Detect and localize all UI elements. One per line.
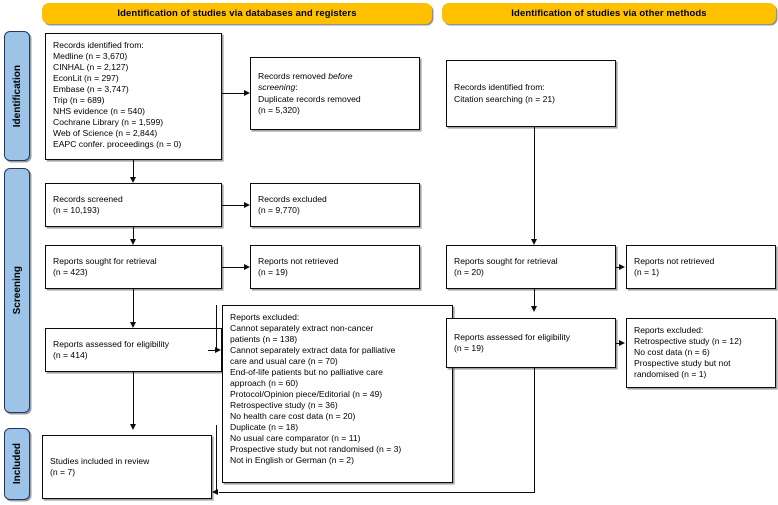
arrowhead-identified-to-removed [244,90,250,96]
stage-tab-identification: Identification [4,31,30,161]
arrowhead-identified-to-screened [130,177,136,183]
connector-identified-to-screened [133,160,135,177]
records-removed-text: Records removed before screening: Duplic… [258,71,361,115]
arrowhead-screened-to-sought [130,239,136,245]
box-reports-not-retrieved-databases: Reports not retrieved (n = 19) [250,245,420,289]
box-reports-assessed-for-eligibility-other: Reports assessed for eligibility (n = 19… [446,318,616,368]
stage-tab-screening-label: Screening [11,266,23,315]
connector-excluded-db-left-spur-bottom [216,425,218,493]
records-identified-other-text: Records identified from: Citation search… [454,82,556,104]
box-reports-assessed-for-eligibility-databases: Reports assessed for eligibility (n = 41… [45,328,222,372]
box-reports-excluded-other: Reports excluded: Retrospective study (n… [626,318,776,388]
box-studies-included-in-review: Studies included in review (n = 7) [42,435,212,499]
records-removed-line3: Duplicate records removed [258,93,361,104]
records-removed-screening-italic: screening [258,82,296,93]
connector-assessed-other-to-included-vertical [534,368,536,493]
connector-screened-to-sought [133,227,135,239]
arrowhead-sought-other-to-assessed-other [531,306,537,312]
arrowhead-assessed-to-excluded [215,347,221,353]
connector-identified-other-to-sought-other [534,127,536,239]
records-excluded-text: Records excluded (n = 9,770) [258,193,327,215]
reports-not-retrieved-db-text: Reports not retrieved (n = 19) [258,255,339,277]
arrowhead-assessed-other-to-included [212,489,218,495]
studies-included-text: Studies included in review (n = 7) [50,455,150,477]
reports-sought-db-text: Reports sought for retrieval (n = 423) [53,255,157,277]
box-records-removed-before-screening: Records removed before screening: Duplic… [250,57,420,130]
header-databases-label: Identification of studies via databases … [117,8,357,19]
connector-sought-to-not-retrieved [222,267,244,269]
records-removed-line1: Records removed [258,71,329,82]
connector-sought-to-assessed [133,289,135,322]
reports-assessed-other-text: Reports assessed for eligibility (n = 19… [454,331,571,353]
box-reports-not-retrieved-other: Reports not retrieved (n = 1) [626,245,776,289]
box-records-screened: Records screened (n = 10,193) [45,183,222,227]
header-other-methods-label: Identification of studies via other meth… [511,8,707,19]
connector-identified-to-removed [222,93,244,95]
reports-sought-other-text: Reports sought for retrieval (n = 20) [454,255,558,277]
connector-assessed-other-to-excluded-other [616,343,620,345]
stage-tab-identification-label: Identification [11,64,23,128]
arrowhead-assessed-other-to-excluded-other [619,340,625,346]
connector-screened-to-excluded [222,205,244,207]
box-records-identified-citation-searching: Records identified from: Citation search… [446,60,616,127]
connector-excluded-db-left-spur-top [216,305,218,351]
arrowhead-screened-to-excluded [244,202,250,208]
reports-excluded-other-text: Reports excluded: Retrospective study (n… [634,325,742,380]
reports-assessed-db-text: Reports assessed for eligibility (n = 41… [53,338,170,360]
stage-tab-included-label: Included [11,443,23,485]
connector-sought-other-to-assessed-other [534,289,536,306]
reports-excluded-db-text: Reports excluded: Cannot separately extr… [230,312,402,466]
stage-tab-included: Included [4,428,30,500]
header-databases-and-registers: Identification of studies via databases … [42,3,432,24]
box-reports-sought-for-retrieval-other: Reports sought for retrieval (n = 20) [446,245,616,289]
arrowhead-sought-other-to-not-retrieved-other [619,264,625,270]
arrowhead-sought-to-assessed [130,322,136,328]
connector-assessed-to-included [133,372,135,424]
box-reports-sought-for-retrieval-databases: Reports sought for retrieval (n = 423) [45,245,222,289]
records-screened-text: Records screened (n = 10,193) [53,193,123,215]
connector-sought-other-to-not-retrieved-other [616,267,620,269]
records-removed-line4: (n = 5,320) [258,104,300,115]
records-removed-colon: : [295,82,298,93]
arrowhead-assessed-to-included [130,424,136,430]
box-reports-excluded-databases: Reports excluded: Cannot separately extr… [222,305,453,483]
connector-assessed-to-excluded [208,350,216,352]
connector-assessed-other-to-included-horizontal [219,492,535,494]
reports-not-retrieved-other-text: Reports not retrieved (n = 1) [634,255,715,277]
box-records-excluded: Records excluded (n = 9,770) [250,183,420,227]
stage-tab-screening: Screening [4,168,30,413]
records-identified-text: Records identified from: Medline (n = 3,… [53,40,182,150]
arrowhead-identified-other-to-sought-other [531,239,537,245]
records-removed-before-italic: before [328,71,353,82]
box-records-identified-from-databases: Records identified from: Medline (n = 3,… [45,33,222,160]
header-other-methods: Identification of studies via other meth… [442,3,776,24]
arrowhead-sought-to-not-retrieved [244,264,250,270]
